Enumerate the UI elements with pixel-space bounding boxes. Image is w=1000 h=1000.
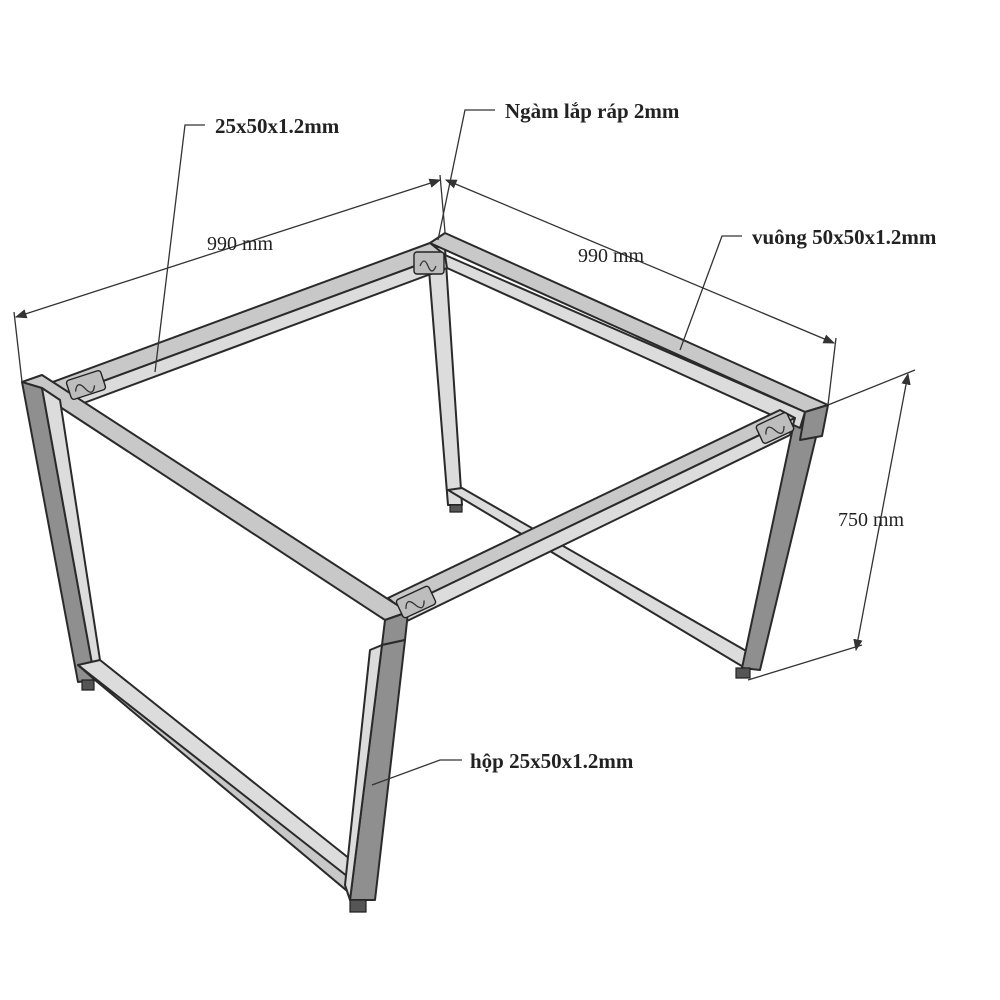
height-dimension-line (853, 372, 911, 652)
label-square-tube: vuông 50x50x1.2mm (752, 225, 937, 249)
dimension-lines (13, 174, 916, 681)
clip-wave (405, 600, 425, 609)
leader-top-beam (154, 124, 205, 373)
connector-clip (413, 251, 445, 275)
depth-dimension-line (444, 179, 836, 344)
leader-square-tube (679, 235, 742, 351)
label-top-beam: 25x50x1.2mm (215, 114, 340, 138)
front-leg-frame (21, 374, 409, 913)
connector-clips (65, 251, 795, 619)
foot-pad (449, 504, 463, 513)
connector-clip (65, 370, 107, 400)
width-dimension-line (14, 178, 442, 319)
back-leg-frame (426, 244, 823, 679)
width-dimension-label: 990 mm (207, 233, 274, 255)
leader-connector (437, 109, 495, 241)
label-connector: Ngàm lắp ráp 2mm (505, 99, 680, 123)
top-rail-back-left (49, 242, 448, 411)
label-leg-tube: hộp 25x50x1.2mm (470, 749, 634, 773)
clip-wave (74, 384, 96, 393)
clip-wave (765, 426, 785, 435)
connector-clip (755, 412, 795, 444)
depth-dimension-label: 990 mm (578, 245, 645, 267)
foot-pad (735, 667, 751, 679)
foot-pad (349, 899, 367, 913)
leader-lines (154, 109, 742, 786)
leader-leg-tube (371, 759, 462, 786)
connector-clip (395, 585, 437, 619)
height-dimension-label: 750 mm (838, 509, 905, 531)
foot-pad (81, 679, 95, 691)
